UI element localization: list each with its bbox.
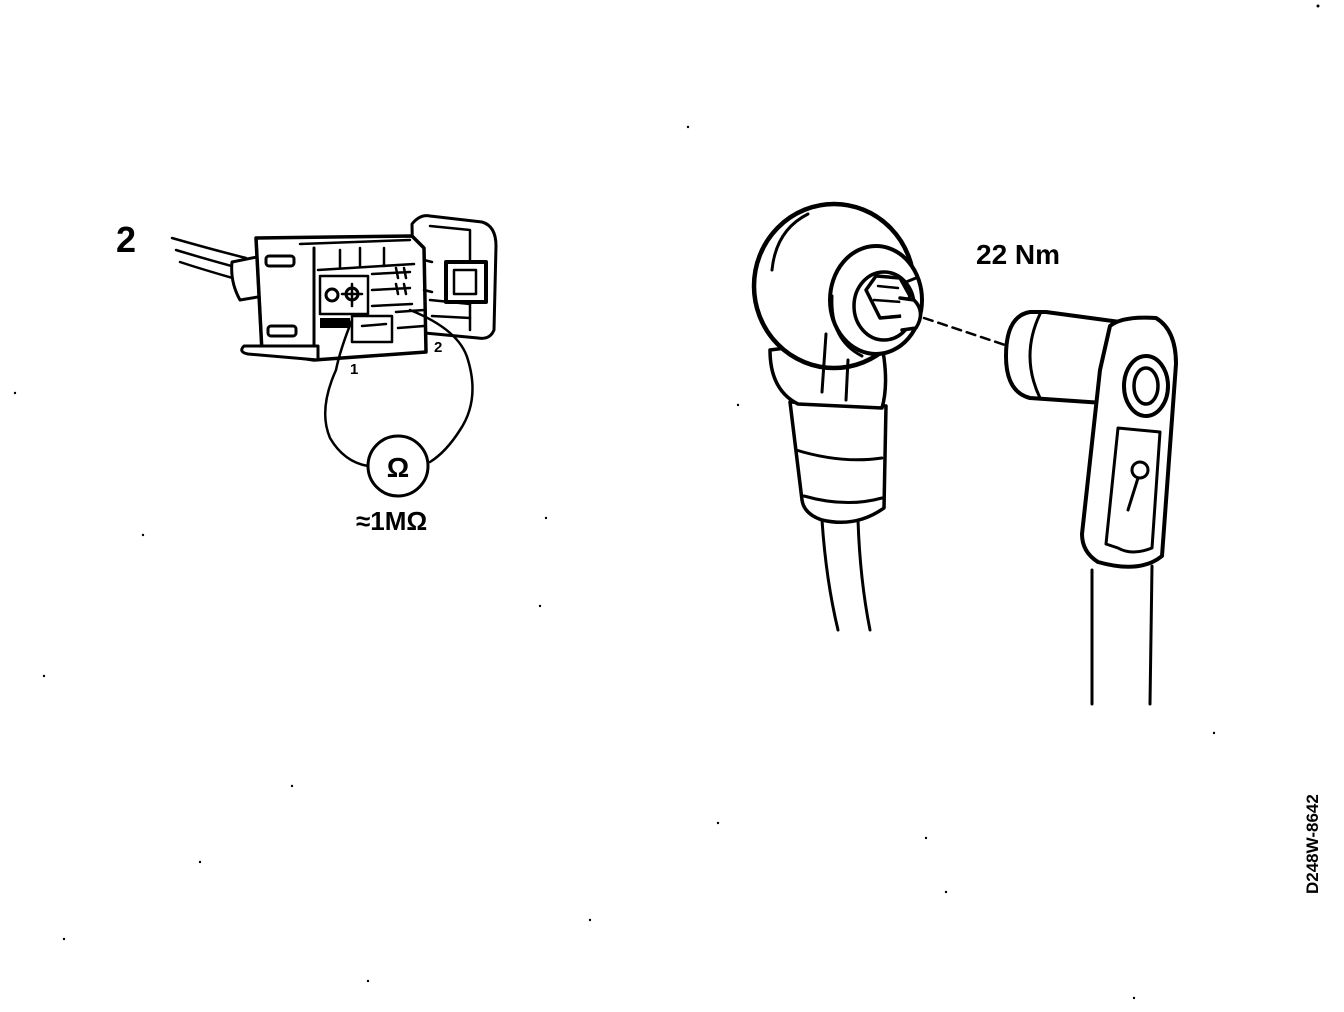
- knock-sensor-icon: [751, 201, 924, 632]
- ohm-symbol: Ω: [387, 452, 409, 483]
- scan-speckles: [13, 4, 1320, 1000]
- bolt-icon: [852, 270, 923, 342]
- step-number: 2: [116, 219, 136, 260]
- pin-2-label: 2: [434, 339, 442, 356]
- connector-icon: [170, 214, 498, 362]
- figure-code: D248W-8642: [1303, 794, 1322, 894]
- resistance-value: ≈1MΩ: [356, 506, 427, 536]
- test-leads: [324, 308, 474, 468]
- angled-cable-connector-icon: [1004, 310, 1178, 706]
- pin-1-label: 1: [350, 361, 358, 378]
- torque-value: 22 Nm: [976, 239, 1060, 270]
- alignment-line: [922, 316, 1010, 348]
- ohmmeter-icon: [366, 434, 430, 498]
